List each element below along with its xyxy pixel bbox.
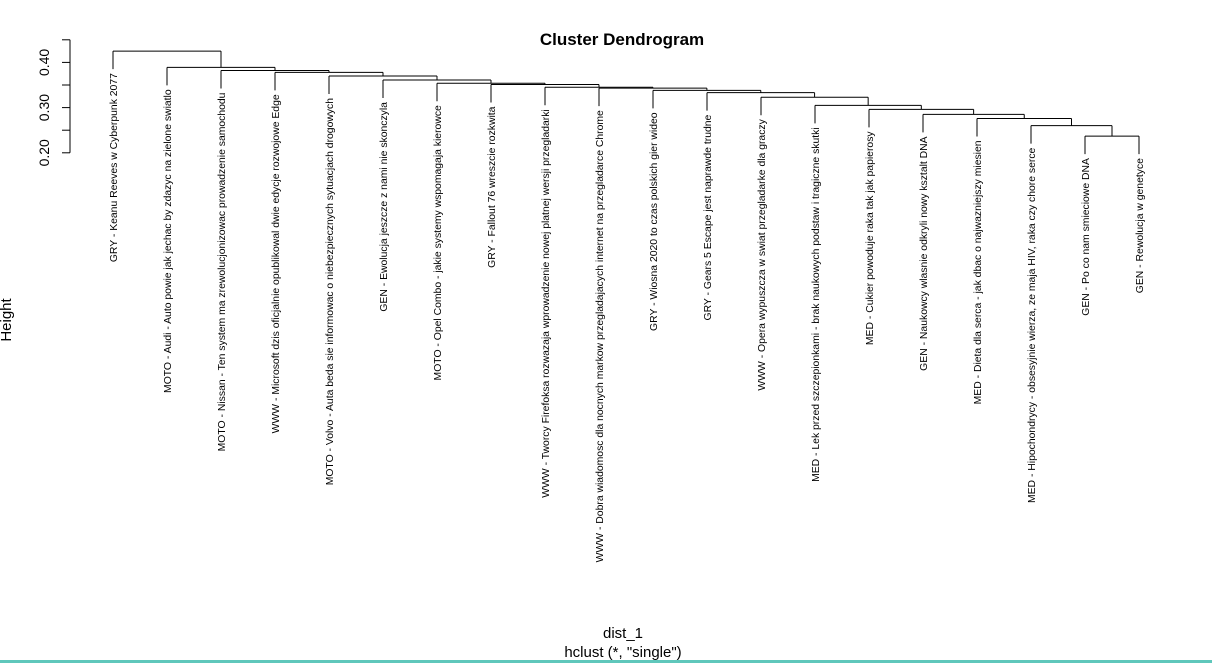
- leaf-labels: GRY - Keanu Reeves w Cyberpunk 2077 MOTO …: [109, 73, 1146, 562]
- leaf-label: MOTO - Nissan - Ten system ma zrewolucjo…: [217, 92, 228, 451]
- leaf-label: WWW - Dobra wiadomosc dla nocnych markow…: [595, 110, 606, 562]
- bottom-rule: [0, 660, 1212, 663]
- leaf-label: MOTO - Audi - Auto powie jak jechac by z…: [163, 89, 174, 393]
- leaf-label: MED - Dieta dla serca - jak dbac o najwa…: [973, 140, 984, 404]
- y-tick-label: 0.20: [36, 139, 52, 166]
- leaf-label: WWW - Microsoft dzis oficjalnie opubliko…: [271, 94, 282, 433]
- y-axis-label: Height: [0, 297, 15, 341]
- y-tick-label: 0.40: [36, 49, 52, 76]
- leaf-label: MED - Cukier powoduje raka tak jak papie…: [865, 131, 876, 345]
- leaf-label: WWW - Tworcy Firefoksa rozwazaja wprowad…: [541, 109, 552, 497]
- method-subtitle: hclust (*, "single"): [564, 644, 681, 661]
- leaf-label: GRY - Keanu Reeves w Cyberpunk 2077: [109, 73, 120, 262]
- leaf-label: MOTO - Volvo - Auta beda sie informowac …: [325, 98, 336, 486]
- x-axis-label: dist_1: [603, 625, 643, 642]
- leaf-label: GEN - Po co nam smieciowe DNA: [1081, 158, 1092, 316]
- leaf-label: GRY - Gears 5 Escape jest naprawde trudn…: [703, 114, 714, 320]
- leaf-label: MED - Lek przed szczepionkami - brak nau…: [811, 127, 822, 482]
- leaf-label: GEN - Naukowcy wlasnie odkryli nowy kszt…: [919, 136, 930, 371]
- leaf-label: WWW - Opera wypuszcza w swiat przegladar…: [757, 118, 768, 390]
- leaf-label: GEN - Rewolucja w genetyce: [1135, 158, 1146, 293]
- dendrogram-tree: [112, 50, 1140, 155]
- leaf-label: GEN - Ewolucja jeszcze z nami nie skoncz…: [379, 102, 390, 312]
- chart-title: Cluster Dendrogram: [540, 30, 704, 49]
- y-axis: 0.20 0.30 0.40: [36, 39, 71, 166]
- y-tick-label: 0.30: [36, 94, 52, 121]
- leaf-label: MED - Hipochondrycy - obsesyjnie wierza,…: [1027, 147, 1038, 503]
- leaf-label: GRY - Wiosna 2020 to czas polskich gier …: [649, 112, 660, 331]
- leaf-label: MOTO - Opel Combo - jakie systemy wspoma…: [433, 105, 444, 380]
- leaf-label: GRY - Fallout 76 wreszcie rozkwita: [487, 106, 498, 268]
